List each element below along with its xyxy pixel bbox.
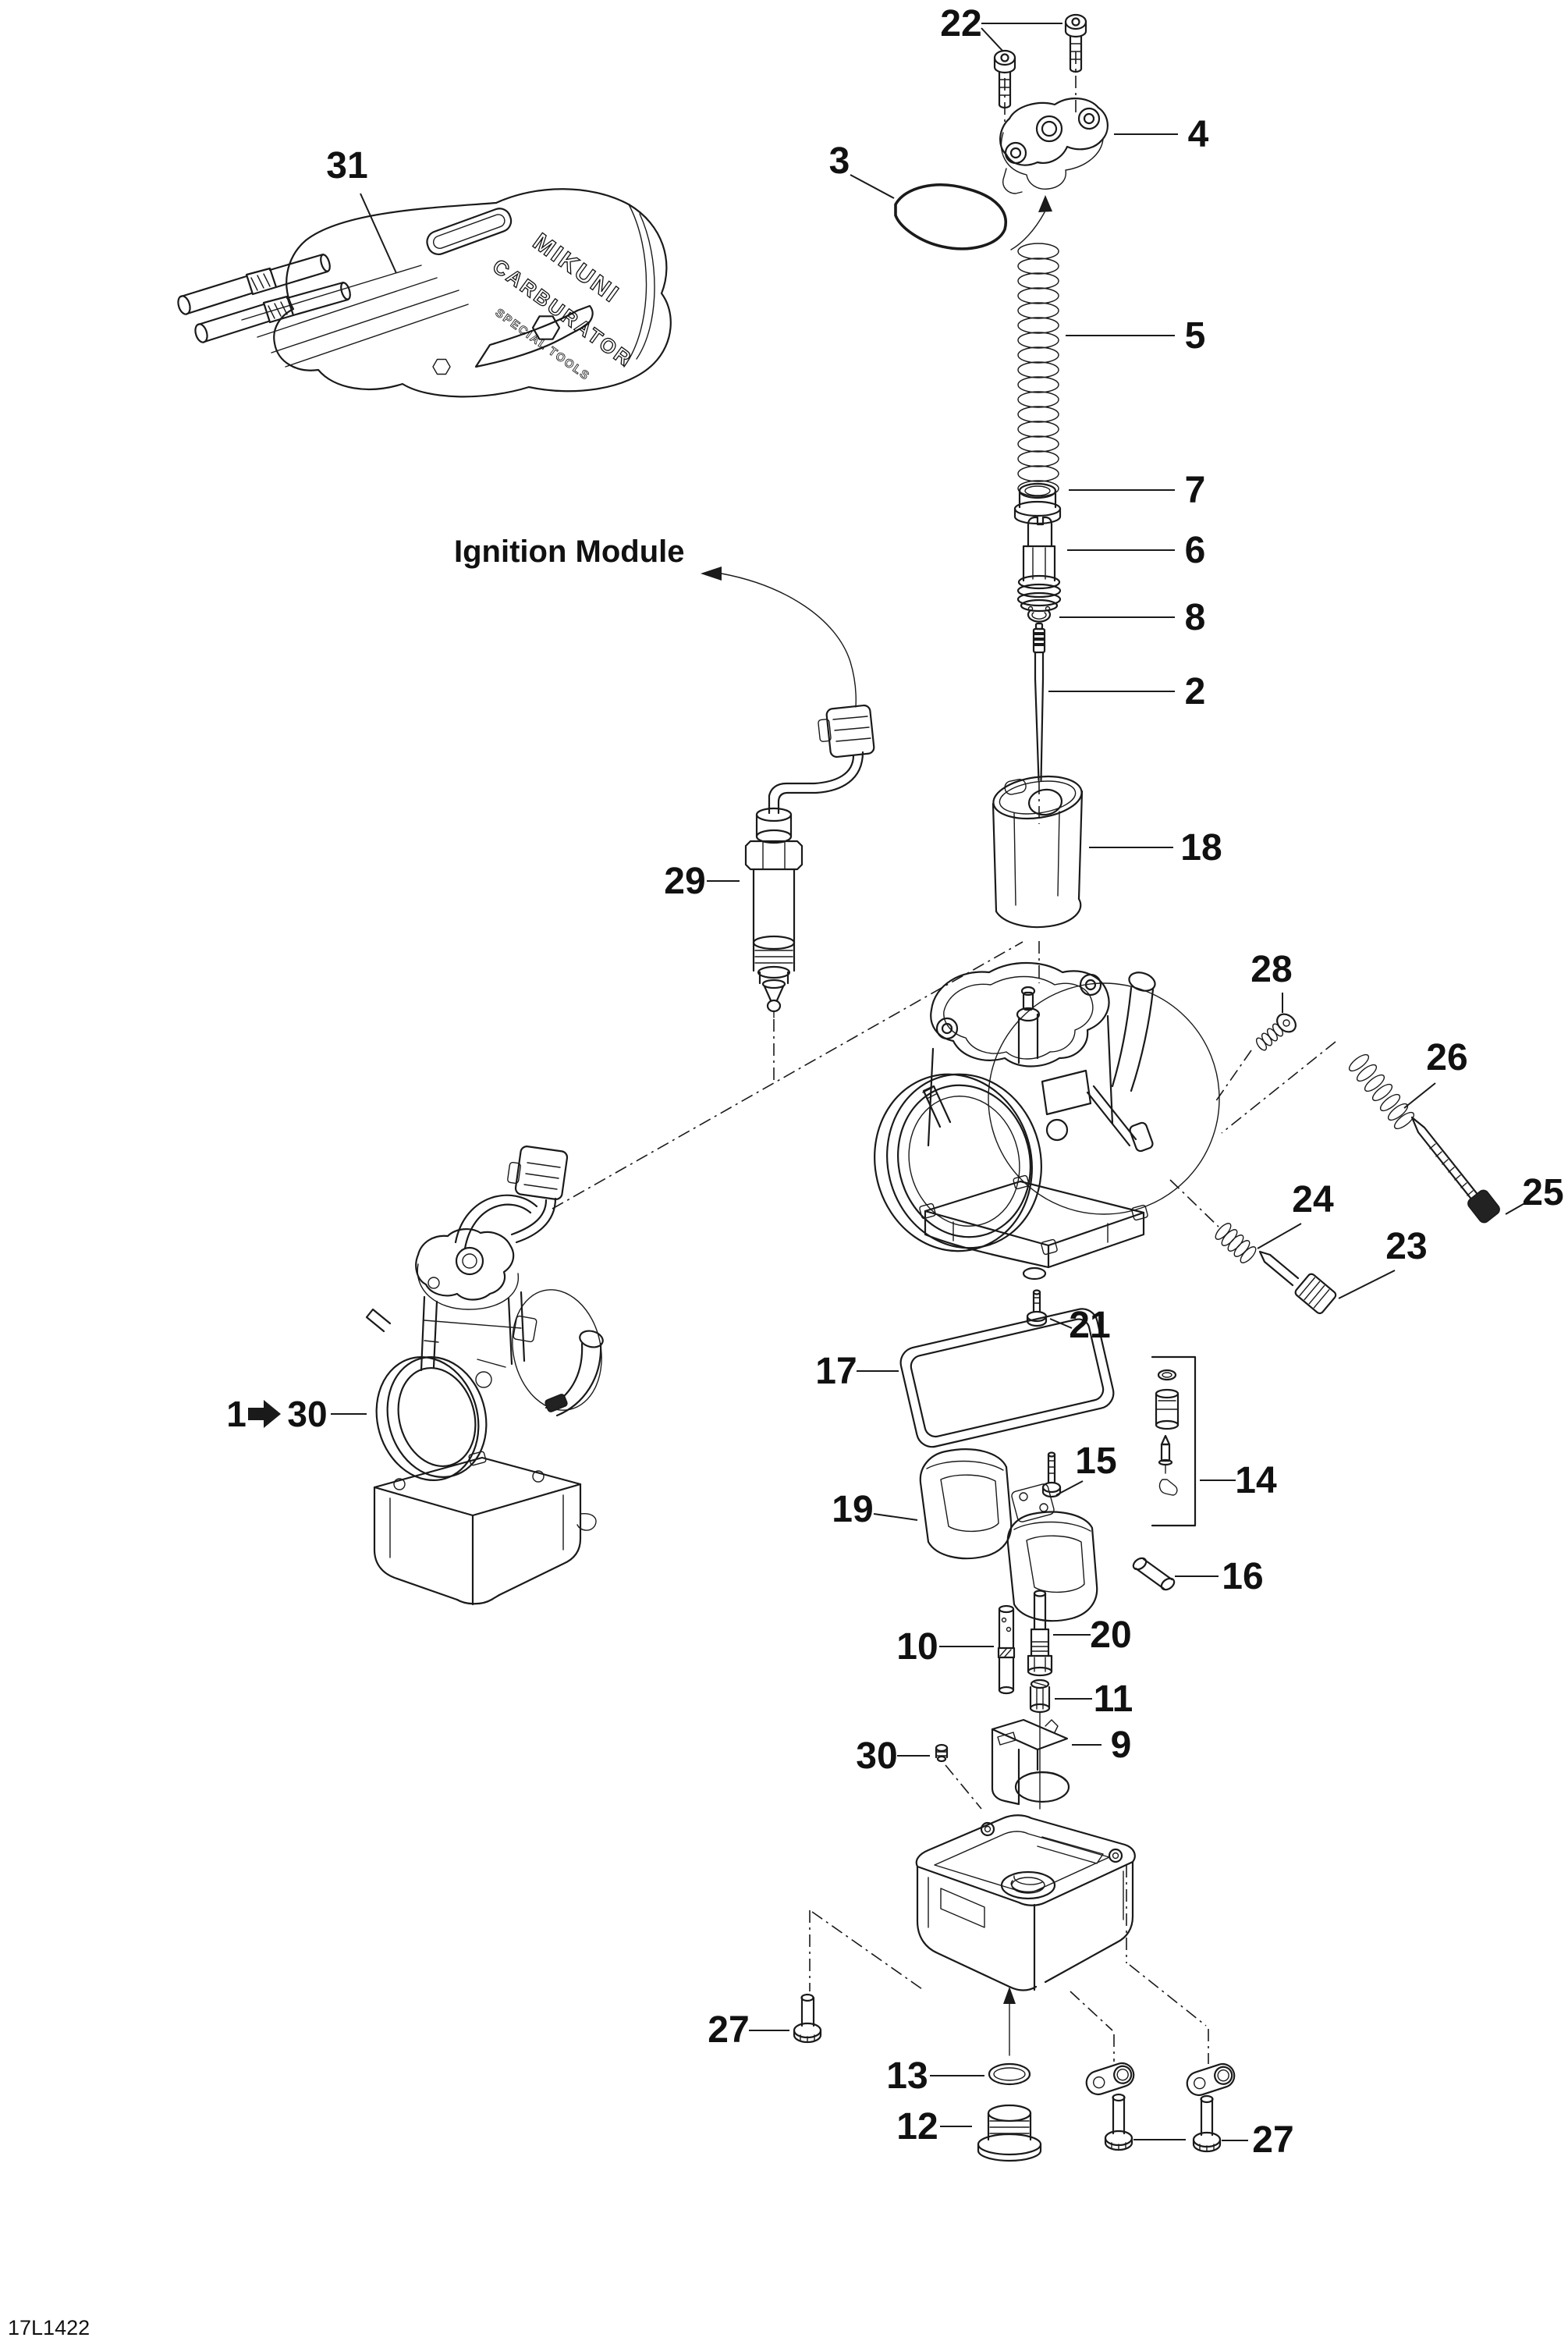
part-12-drain-plug — [977, 2104, 1042, 2162]
part-7-spring-seat — [1013, 482, 1062, 525]
part-6-needle-retainer — [1016, 516, 1062, 613]
callout-18: 18 — [1180, 827, 1222, 869]
callout-17: 17 — [815, 1351, 857, 1392]
assembly-arrow-cover — [1010, 195, 1052, 250]
part-22-cover-screws — [993, 13, 1087, 109]
callout-25: 25 — [1522, 1172, 1563, 1213]
svg-text:SPECIAL: SPECIAL — [493, 306, 551, 353]
callout-15: 15 — [1075, 1440, 1116, 1482]
callout-5: 5 — [1185, 315, 1206, 357]
callout-7: 7 — [1185, 470, 1206, 511]
part-29-ignition-solenoid — [744, 704, 875, 1018]
callout-8: 8 — [1185, 597, 1206, 638]
ignition-module-label: Ignition Module — [454, 535, 685, 569]
part-27-tab-washers-screws — [1085, 2062, 1236, 2153]
part-25-idle-screw — [1410, 1116, 1500, 1224]
part-18-throttle-slide — [992, 775, 1084, 929]
callout-20: 20 — [1090, 1615, 1131, 1656]
callout-14: 14 — [1235, 1460, 1277, 1501]
part-23-air-screw — [1258, 1250, 1337, 1315]
static-text-layer: Ignition Module 17L1422 MIKUNI CARBURATO… — [8, 227, 685, 2339]
part-2-jet-needle — [1032, 622, 1046, 782]
leader-lines — [331, 23, 1528, 2141]
callout-10: 10 — [896, 1626, 938, 1668]
part-8-e-clip — [1027, 606, 1052, 623]
callout-9: 9 — [1111, 1725, 1132, 1766]
toolkit-brand-text: MIKUNI CARBURATOR SPECIAL TOOLS — [488, 227, 637, 384]
part-31-tool-kit — [177, 188, 672, 398]
part-14-needle-valve-kit — [1151, 1355, 1197, 1527]
callout-13: 13 — [886, 2055, 928, 2097]
float-bowl — [915, 1814, 1136, 1991]
svg-text:TOOLS: TOOLS — [546, 344, 593, 383]
assembly-range-label: 1 30 — [226, 1394, 327, 1434]
part-17-bowl-gasket — [899, 1308, 1115, 1448]
part-16-float-pin — [1132, 1557, 1176, 1591]
callout-24: 24 — [1292, 1179, 1334, 1220]
part-24-air-screw-spring — [1215, 1223, 1257, 1263]
part-30-screw — [935, 1743, 949, 1763]
callout-28: 28 — [1250, 949, 1292, 990]
callout-labels: 22 4 3 5 7 6 8 2 18 31 29 28 26 25 24 23 21 17 14 19 15 16 10 2… — [326, 3, 1563, 2161]
callout-6: 6 — [1185, 530, 1206, 571]
callout-23: 23 — [1385, 1226, 1427, 1267]
part-5-slide-spring — [1017, 243, 1059, 497]
callout-27-right: 27 — [1252, 2119, 1293, 2161]
assembly-axis-lines — [552, 52, 1336, 2064]
callout-22: 22 — [940, 3, 981, 44]
main-carburetor-body — [874, 961, 1220, 1281]
callout-3: 3 — [829, 140, 850, 182]
callout-30: 30 — [856, 1735, 897, 1777]
part-11-main-jet — [1029, 1678, 1051, 1714]
footer-code: 17L1422 — [8, 2316, 90, 2339]
part-28-screw-spring — [1255, 1013, 1297, 1051]
callout-27-left: 27 — [708, 2009, 749, 2051]
part-20-needle-jet — [1027, 1590, 1053, 1677]
part-19-float — [919, 1448, 1098, 1622]
callout-31: 31 — [326, 145, 367, 186]
callout-26: 26 — [1426, 1037, 1467, 1078]
callout-4: 4 — [1188, 114, 1209, 155]
callout-16: 16 — [1222, 1556, 1263, 1597]
callout-21: 21 — [1069, 1305, 1110, 1346]
part-26-idle-spring — [1348, 1053, 1415, 1130]
part-15-float-screw — [1041, 1451, 1062, 1498]
callout-29: 29 — [664, 861, 705, 902]
callout-2: 2 — [1185, 671, 1206, 712]
callout-11: 11 — [1094, 1678, 1133, 1720]
callout-19: 19 — [832, 1489, 873, 1530]
carburetor-assembly-1-30 — [365, 1146, 604, 1606]
right-arrow-icon — [248, 1400, 281, 1428]
assembly-range-from: 1 — [226, 1394, 247, 1434]
callout-12: 12 — [896, 2106, 938, 2147]
ignition-module-pointer — [701, 567, 857, 708]
part-13-o-ring — [988, 2062, 1031, 2086]
part-3-cover-gasket — [894, 183, 1007, 250]
part-4-throttle-cover — [999, 98, 1109, 194]
part-10-pilot-jet — [997, 1604, 1016, 1695]
part-27-screw-left — [793, 1993, 822, 2044]
assembly-range-to: 30 — [287, 1394, 327, 1434]
assembly-arrow-bowl — [1003, 1987, 1016, 2056]
part-9-bowl-baffle — [991, 1718, 1070, 1806]
